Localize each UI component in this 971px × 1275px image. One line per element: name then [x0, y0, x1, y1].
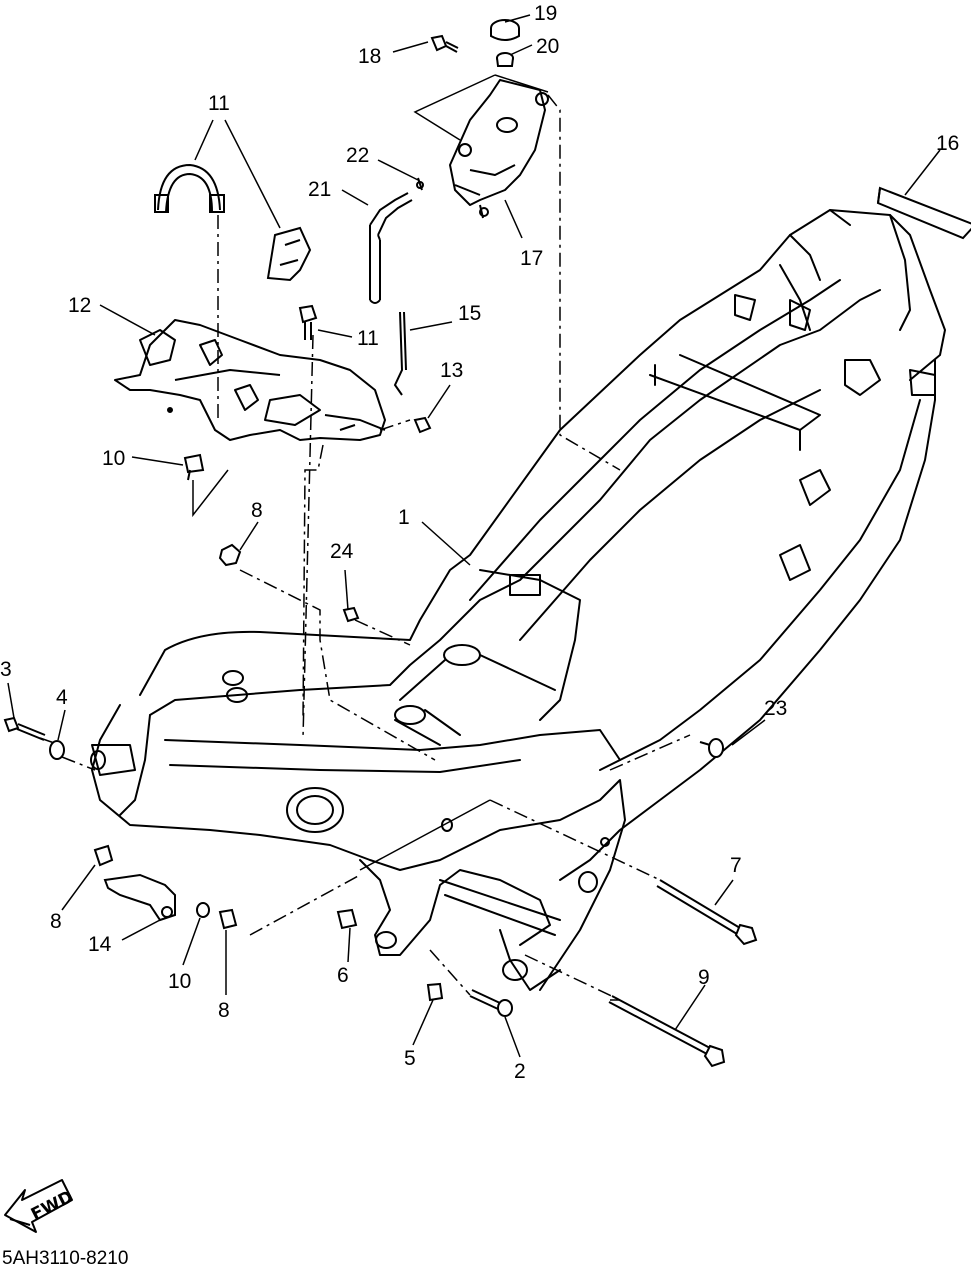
washer-4: [49, 740, 65, 760]
assembly-centerlines: [39, 94, 691, 1001]
fasteners: [3, 543, 758, 1068]
callout-18: 16: [936, 132, 959, 155]
main-frame: [90, 209, 946, 991]
reservoir-bolt: [430, 34, 459, 53]
leader-lines: [7, 14, 941, 1058]
callout-14: 12: [68, 294, 91, 317]
callout-3: 3: [0, 658, 12, 681]
callout-9: 9: [698, 966, 710, 989]
strap-lower: [266, 226, 312, 282]
callout-11: 11: [357, 327, 379, 350]
part-code-block: 5AH3110-8210: [2, 1248, 128, 1269]
washer-10: [196, 902, 210, 918]
callout-2: 2: [514, 1060, 526, 1083]
cap-grommet: [496, 52, 514, 67]
callout-16: 14: [88, 933, 112, 956]
clip-12-leaders: [192, 469, 229, 518]
callout-10: 10: [168, 970, 191, 993]
callout-13: 11: [208, 92, 230, 115]
nut-8-left: [93, 844, 114, 867]
callout-17: 15: [458, 302, 481, 325]
callout-4: 4: [56, 686, 68, 709]
callout-24: 22: [346, 144, 369, 167]
bolt-2: [497, 999, 513, 1017]
hose-clip: [416, 177, 424, 191]
callout-labels: 19 20 18 22 21 16 17 11 12 11 15 13 10 8…: [0, 2, 959, 1083]
callout-21: 19: [534, 2, 557, 25]
callout-1: 1: [398, 506, 410, 529]
bolt-9: [703, 1044, 726, 1068]
plug-25: [708, 738, 724, 758]
callout-22: 20: [536, 35, 559, 58]
collar-6: [336, 908, 358, 930]
bolt-7: [734, 923, 758, 946]
callout-8-left: 8: [50, 910, 62, 933]
bolt-11: [298, 304, 318, 340]
nut-8-upper: [218, 543, 242, 567]
screw-26: [342, 606, 360, 623]
reservoir-cap: [490, 19, 520, 41]
cable-tie: [393, 311, 407, 396]
callout-23: 21: [308, 178, 331, 201]
seat-pad: [876, 186, 971, 240]
reservoir-tank: [449, 79, 549, 219]
callout-8-lower: 8: [218, 999, 230, 1022]
nut-15: [413, 416, 432, 434]
bolt-3: [3, 716, 20, 733]
bolt-5: [426, 982, 444, 1002]
callout-12: 10: [102, 447, 125, 470]
callout-26: 24: [330, 540, 354, 563]
fwd-arrow-icon: FWD: [4, 1179, 77, 1233]
strap-upper: [154, 163, 225, 213]
callout-20: 18: [358, 45, 381, 68]
callout-19: 17: [520, 247, 543, 270]
upper-bracket-assembly: [114, 319, 386, 441]
callout-8-upper: 8: [251, 499, 263, 522]
callout-25: 23: [764, 697, 787, 720]
callout-7: 7: [730, 854, 742, 877]
callout-15: 13: [440, 359, 463, 382]
nut-8-lower: [218, 908, 238, 930]
callout-6: 6: [337, 964, 349, 987]
callout-5: 5: [404, 1047, 416, 1070]
clip-12: [183, 453, 205, 481]
reservoir-hose: [369, 192, 413, 304]
part-code: 5AH3110-8210: [2, 1248, 128, 1269]
